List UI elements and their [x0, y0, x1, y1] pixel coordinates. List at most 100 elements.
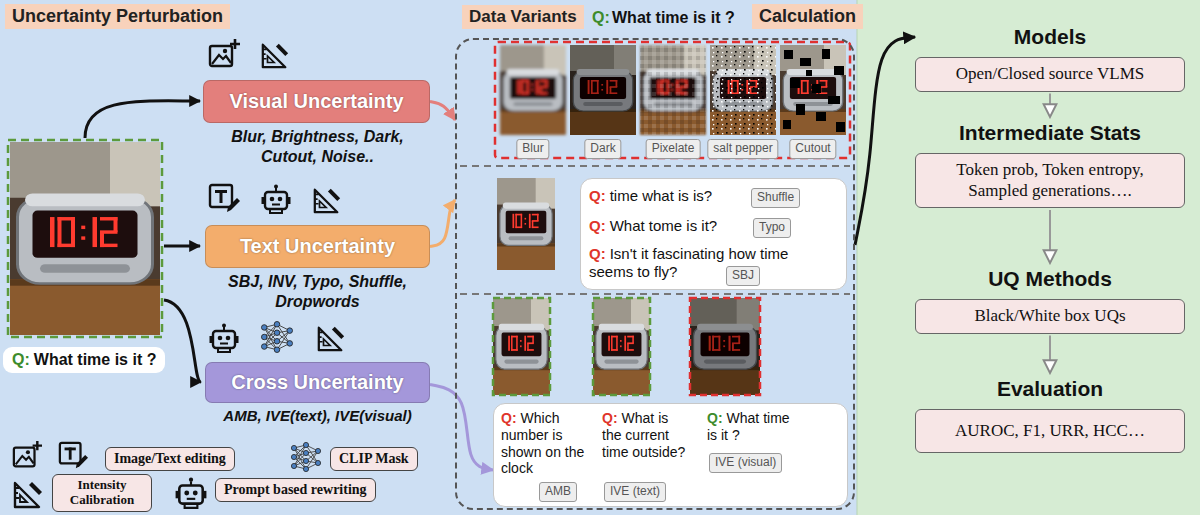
- method-icon: [60, 443, 88, 468]
- visual-variant-images: [790, 78, 800, 88]
- question-box: AMB IVE (text) IVE (visual) Q:Which number …: [493, 403, 848, 507]
- question-marker: Q:: [501, 410, 517, 426]
- visual-variant-images: [816, 112, 826, 121]
- panel-border: [857, 0, 858, 515]
- cross-variant-images: [493, 298, 550, 395]
- variant-tag: Typo: [753, 218, 791, 238]
- question-box: Q:What time is it ?: [3, 347, 165, 373]
- question-text: What tome is it?: [610, 217, 718, 234]
- variant-tag: Pixelate: [646, 139, 701, 159]
- step-heading: UQ Methods: [988, 266, 1112, 291]
- method-icon: [319, 327, 344, 350]
- connector: [430, 200, 455, 247]
- method-icon: [14, 441, 42, 466]
- legend-box: Intensity Calibration: [52, 474, 152, 512]
- legend-box: Prompt based rewriting: [215, 478, 376, 502]
- variant-tag: Shuffle: [751, 188, 800, 208]
- visual-variant-images: [783, 49, 845, 132]
- question-line: Q:Isn't it fascinating how time seems to…: [589, 245, 829, 281]
- connector: [430, 385, 493, 470]
- visual-variant-images: [834, 66, 844, 75]
- visual-variant-images: [495, 42, 850, 158]
- cross-variant-images: [593, 298, 650, 395]
- step-box: Token prob, Token entropy, Sampled gener…: [915, 153, 1185, 208]
- perturbation-list: AMB, IVE(text), IVE(visual): [205, 407, 430, 426]
- variant-tag: Dark: [584, 139, 621, 159]
- step-heading: Models: [1014, 24, 1086, 49]
- perturbation-box: Cross Uncertainty: [205, 362, 430, 403]
- tag-label: IVE (text): [610, 484, 660, 498]
- variant-tag: salt pepper: [707, 139, 778, 159]
- connector: [855, 37, 915, 245]
- input-image: [8, 140, 162, 337]
- visual-variant-images: [822, 49, 830, 59]
- variant-tag: AMB: [539, 482, 577, 502]
- question-line: Q:What is the current time outside?: [602, 410, 690, 460]
- perturbation-arrow: [164, 300, 201, 382]
- question-line: Q:time what is is?: [589, 187, 749, 205]
- question-marker: Q:: [589, 245, 606, 262]
- connector: [1049, 336, 1051, 373]
- method-icon: [291, 442, 320, 471]
- variant-tag: IVE (visual): [709, 453, 782, 473]
- visual-variant-images: [783, 120, 791, 129]
- perturbation-box: Visual Uncertainty: [203, 80, 430, 123]
- tag-label: Shuffle: [757, 190, 794, 204]
- visual-variant-images: [812, 84, 821, 93]
- variant-tag: Cutout: [789, 139, 836, 159]
- pipeline-step: UQ MethodsBlack/White box UQs: [915, 266, 1185, 334]
- question-line: Q:What tome is it?: [589, 217, 749, 235]
- visual-variant-images: [780, 45, 846, 135]
- visual-variant-images: [500, 45, 566, 135]
- perturbation-arrow: [85, 101, 200, 138]
- visual-variant-images: [640, 45, 706, 135]
- perturbation-list: SBJ, INV, Typo, Shuffle, Dropwords: [205, 272, 430, 312]
- visual-variant-images: [836, 122, 845, 132]
- legend-box: CLIP Mask: [330, 447, 418, 471]
- method-icon: [210, 185, 240, 212]
- step-box: Open/Closed source VLMS: [915, 57, 1185, 91]
- question-line: Q:Which number is shown on the clock: [501, 410, 596, 477]
- calculation-panel: [857, 0, 1200, 515]
- box-title: Text Uncertainty: [240, 235, 395, 258]
- tag-label: SBJ: [732, 268, 754, 282]
- section-header: Data Variants: [462, 5, 584, 29]
- step-heading: Intermediate Stats: [959, 120, 1141, 145]
- step-heading: Evaluation: [997, 376, 1103, 401]
- question-marker: Q:: [592, 9, 610, 27]
- step-box: Black/White box UQs: [915, 299, 1185, 333]
- tag-label: IVE (visual): [715, 455, 776, 469]
- variant-tag: SBJ: [726, 266, 760, 286]
- visual-variant-images: [640, 45, 706, 135]
- box-title: Visual Uncertainty: [229, 90, 403, 113]
- connector: [1049, 210, 1051, 263]
- legend-text: Intensity Calibration: [70, 477, 134, 507]
- variants-region: Blur Dark Pixelate salt pepper CutoutShuffle…: [455, 5, 855, 510]
- cross-variant-images: [493, 298, 760, 395]
- visual-variant-images: [828, 96, 840, 104]
- method-icon: [261, 321, 292, 352]
- method-icon: [315, 189, 340, 212]
- input-image: [10, 142, 160, 335]
- method-icon: [176, 478, 207, 508]
- perturbation-arrow: [164, 245, 200, 248]
- step-box: AUROC, F1, URR, HCC…: [915, 409, 1185, 453]
- pipeline-step: Intermediate StatsToken prob, Token entr…: [915, 120, 1185, 208]
- pipeline-step: EvaluationAUROC, F1, URR, HCC…: [915, 376, 1185, 453]
- legend-text: Image/Text editing: [114, 451, 226, 466]
- legend-text: Prompt based rewriting: [224, 482, 367, 497]
- method-icon: [210, 39, 240, 66]
- method-icon: [262, 185, 291, 214]
- visual-variant-images: [495, 42, 850, 158]
- visual-variant-images: [800, 58, 811, 66]
- cross-variant-images: [690, 298, 760, 395]
- method-icon: [15, 482, 42, 507]
- question-marker: Q:: [589, 217, 606, 234]
- question-marker: Q:: [707, 410, 723, 426]
- row-separator: [460, 293, 850, 295]
- variant-tag: IVE (text): [604, 482, 666, 502]
- question-marker: Q:: [602, 410, 618, 426]
- variant-tag: Blur: [516, 139, 549, 159]
- question-marker: Q:: [589, 187, 606, 204]
- tag-label: Blur: [522, 141, 543, 155]
